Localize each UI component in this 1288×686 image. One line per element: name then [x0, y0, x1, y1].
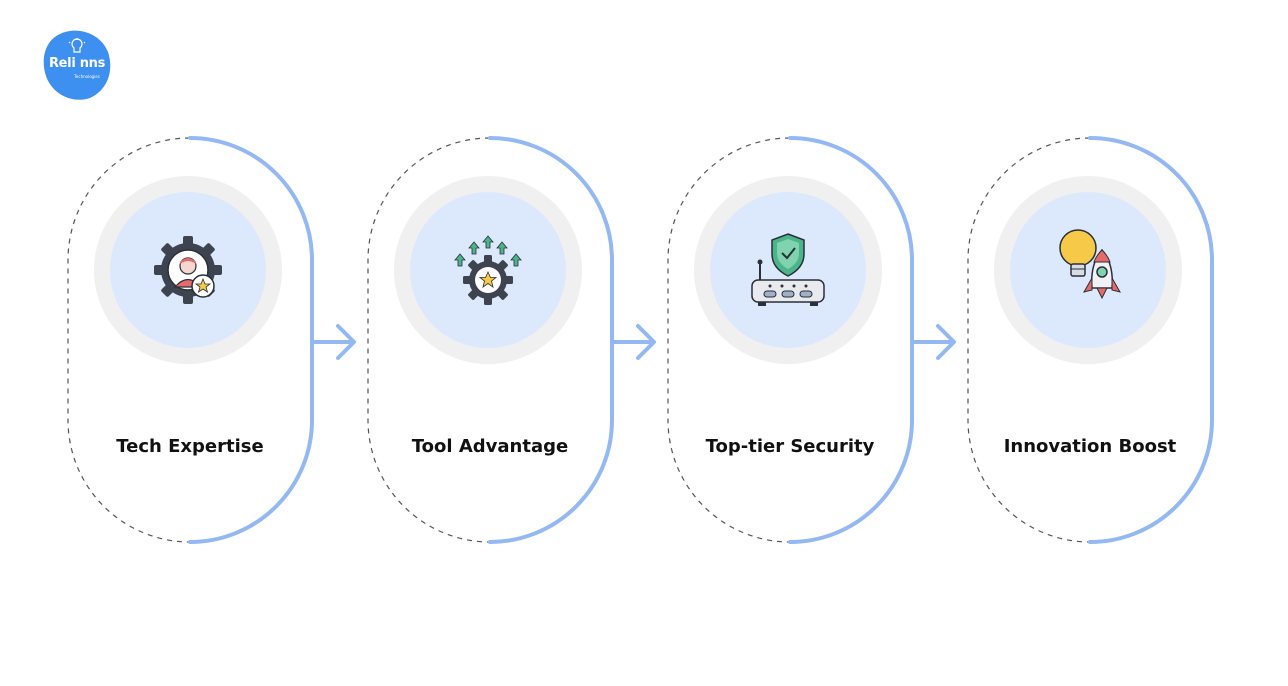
logo-subtext: Technologies: [74, 74, 100, 79]
rocket-shape: [1082, 248, 1122, 300]
router-foot: [810, 302, 818, 306]
step-1: [67, 136, 314, 544]
router-port: [763, 290, 777, 298]
router-foot: [758, 302, 766, 306]
bulb-base: [1070, 263, 1086, 277]
check-mark: [781, 247, 796, 260]
dashed-outline-left: [67, 137, 191, 543]
accent-outline-right: [1088, 136, 1214, 544]
flow-arrow-2: [610, 324, 656, 360]
flow-arrow-1: [310, 324, 356, 360]
step-label-tool-advantage: Tool Advantage: [411, 436, 569, 457]
dashed-outline-left: [667, 137, 791, 543]
upgrade-arrow: [496, 241, 508, 255]
gear-shape: [463, 255, 513, 305]
step-label-tech-expertise: Tech Expertise: [116, 436, 264, 457]
router-port: [799, 290, 813, 298]
expert-gear-icon: [154, 236, 222, 304]
lightbulb-rocket-icon: [1059, 229, 1122, 300]
dashed-outline-left: [367, 137, 491, 543]
gear-upgrade-icon: [454, 235, 522, 305]
logo-blob-icon: [43, 30, 111, 100]
step-2: [367, 136, 614, 544]
router-light: [768, 284, 772, 288]
logo-text: Reli nns: [48, 56, 106, 71]
upgrade-arrow: [468, 241, 480, 255]
upgrade-arrow: [482, 235, 494, 249]
step-4: [967, 136, 1214, 544]
step-label-top-tier-security: Top-tier Security: [705, 436, 875, 457]
secure-router-icon: [751, 233, 825, 306]
step-label-innovation-boost: Innovation Boost: [1003, 436, 1177, 457]
brand-logo: Reli nns Technologies: [42, 28, 112, 100]
flow-arrow-3: [910, 324, 956, 360]
bulb-glass: [1059, 229, 1097, 267]
upgrade-arrow: [510, 253, 522, 267]
router-port: [781, 290, 795, 298]
shield-inner: [777, 239, 799, 269]
step-3: [667, 136, 914, 544]
antenna-tip: [757, 259, 763, 265]
router-light: [780, 284, 784, 288]
dashed-outline-left: [967, 137, 1091, 543]
router-light: [804, 284, 808, 288]
badge-star: [194, 277, 212, 293]
person-hair: [180, 258, 196, 264]
icon-circle-inner: [1010, 192, 1166, 348]
upgrade-arrow: [454, 253, 466, 267]
router-light: [792, 284, 796, 288]
